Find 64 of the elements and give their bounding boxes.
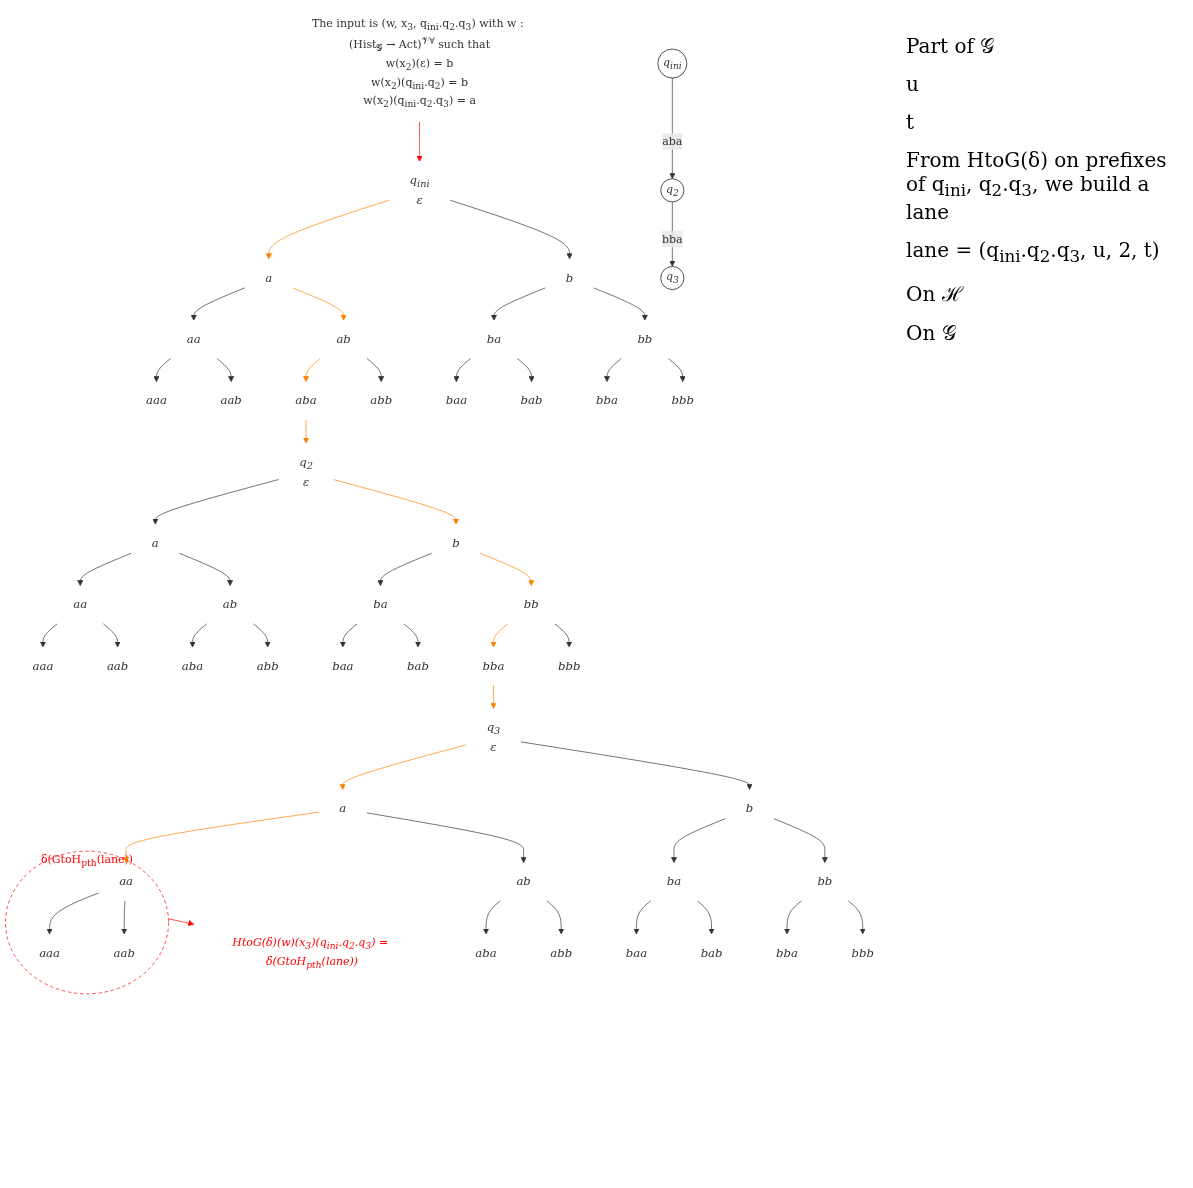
node-label: q$_{3}$ (486, 720, 501, 737)
cluster (5, 850, 169, 995)
node-text: aba (181, 658, 204, 673)
node-text: ε (302, 474, 310, 489)
node-circle: q$_{ini}$ (657, 48, 688, 79)
node-text: ba (373, 597, 388, 612)
node-text: bba (776, 945, 798, 960)
node-text: bbb (557, 658, 581, 673)
node-text: abb (370, 393, 393, 408)
node-text: ab (222, 597, 238, 612)
edge-label: bba (662, 232, 683, 246)
node-text: bba (482, 658, 505, 673)
node-text: aab (113, 945, 135, 960)
node-text: b (565, 270, 574, 285)
node-text: aa (119, 874, 134, 889)
node-text: bab (700, 945, 723, 960)
node-text: ba (486, 332, 502, 346)
node-label: δ(GtoH$_{pth}$(lane)) (40, 852, 134, 868)
node-text: baa (625, 945, 648, 960)
node-text: b (452, 536, 460, 550)
node-text: abb (256, 658, 279, 673)
node-text: bbb (671, 393, 694, 408)
node-text: aab (106, 658, 129, 673)
node-text: HtoG(δ)(w)(x$_{3}$)(q$_{ini}$.q$_{2}$.q$_{3}$) = δ(GtoH$_{pth}$(lane)) (232, 935, 389, 970)
edge-label: aba (662, 134, 683, 148)
node-text: aba (295, 393, 317, 408)
node-text: bb (523, 597, 539, 612)
node-text: aaa (39, 945, 60, 960)
node-text: aaa (32, 658, 54, 673)
node-text: aaa (146, 393, 167, 408)
node-circle: q$_{2}$ (660, 178, 685, 203)
node-text: aa (73, 597, 88, 612)
node-text: ab (516, 874, 531, 889)
node-text: bbb (851, 945, 874, 960)
axis-label: On ℋ (906, 281, 965, 307)
node-text: a (265, 270, 273, 285)
formula-text: lane = (q$_{ini}$.q$_{2}$.q$_{3}$, u, 2, t) (906, 238, 1161, 266)
node-text: ba (666, 874, 682, 889)
dimension-label: u (906, 72, 920, 96)
node-text: ε (416, 192, 423, 207)
node-text: bb (637, 332, 653, 346)
node-label: q$_{2}$ (299, 454, 313, 471)
node-label: q$_{ini}$ (409, 173, 430, 190)
node-text: baa (445, 393, 468, 408)
heading: Part of 𝒢 (906, 34, 996, 58)
node-text: ε (490, 739, 497, 754)
node-text: bb (817, 874, 833, 889)
node-text: aab (220, 393, 242, 408)
node-text: The input is (w, x$_{3}$, q$_{ini}$.q$_{2}$.q$_{3}$) with w : (Hist$_{𝒢}$ → Act)$^{𝒱∀}$ such that w(x$_{2}$)(ε) = b w(x$_{2}$)(q$_{ini}$.q$_{2}$) = b w(x$_{2}$)(q$_{ini}$.q$_{2}$.q$_{3}$) = a (311, 17, 524, 110)
axis-label: On 𝒢 (906, 321, 957, 345)
node-text: abb (550, 945, 573, 960)
node-text: b (745, 801, 754, 816)
node-text: a (339, 801, 347, 816)
node-text: bab (520, 393, 543, 408)
node-text: baa (332, 658, 354, 673)
node-text: bba (596, 393, 618, 408)
node-text: bab (407, 658, 429, 673)
dimension-label: t (906, 110, 916, 134)
node-text: ab (336, 332, 351, 346)
node-text: aa (186, 332, 201, 346)
node-circle: q$_{3}$ (660, 266, 685, 290)
node-text: a (151, 536, 159, 550)
note-text: From HtoG(δ) on prefixes of q$_{ini}$, q$_{2}$.q$_{3}$, we build a lane (906, 148, 1168, 224)
node-text: aba (475, 945, 497, 960)
